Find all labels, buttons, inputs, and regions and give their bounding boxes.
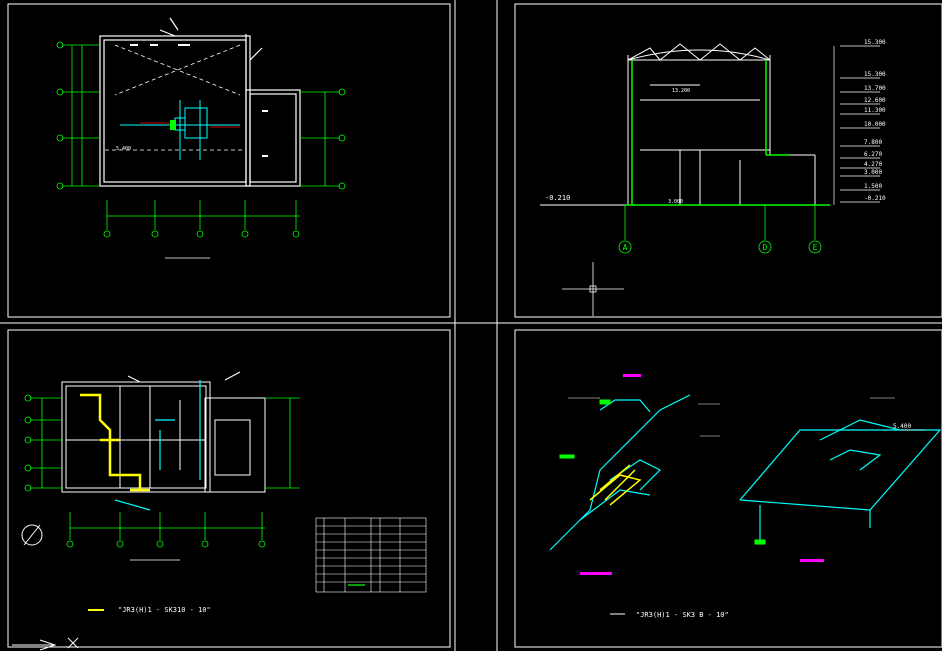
elev-2: 13.700 — [864, 85, 886, 92]
crosshair-cursor-icon — [562, 262, 624, 316]
elev-10: 1.500 — [864, 183, 882, 190]
section-view: 15.300 15.300 13.700 12.600 11.300 10.00… — [540, 39, 886, 316]
elev-11: -0.210 — [864, 195, 886, 202]
axis-label-a: A — [623, 243, 628, 252]
elev-8: 4.270 — [864, 161, 882, 168]
note-bottom-left: "JR3(H)1 - SK310 - 10" — [118, 606, 211, 614]
ucs-axis-icon — [12, 637, 79, 651]
plan-bottom: "JR3(H)1 - SK310 - 10" — [12, 371, 427, 651]
elev-0: 15.300 — [864, 39, 886, 46]
axis-label-d: D — [763, 243, 768, 252]
iso-elev-label: 5.400 — [893, 423, 911, 430]
elev-4: 11.300 — [864, 107, 886, 114]
elev-5: 10.000 — [864, 121, 886, 128]
north-arrow-icon — [21, 524, 43, 546]
frame-top-right — [514, 3, 942, 318]
elev-9: 3.000 — [864, 169, 882, 176]
elev-1: 15.300 — [864, 71, 886, 78]
legend-table — [315, 517, 427, 593]
isometric-view: 5.400 "JR3(H)1 - SK3 B - 10" — [549, 374, 942, 619]
frame-top-left — [7, 3, 451, 318]
inner-floor-label: 3.000 — [668, 199, 683, 205]
ground-level-label: -0.210 — [545, 194, 570, 202]
elev-3: 12.600 — [864, 97, 886, 104]
plan-dim-label: 5.400 — [116, 146, 131, 152]
axis-label-e: E — [813, 243, 818, 252]
note-bottom-right: "JR3(H)1 - SK3 B - 10" — [636, 611, 729, 619]
elev-7: 6.270 — [864, 151, 882, 158]
inner-top-label: 13.200 — [672, 88, 690, 94]
elev-6: 7.800 — [864, 139, 882, 146]
plan-top: 5.400 — [56, 17, 346, 259]
frame-bottom-right — [514, 329, 942, 648]
frame-bottom-left — [7, 329, 451, 648]
